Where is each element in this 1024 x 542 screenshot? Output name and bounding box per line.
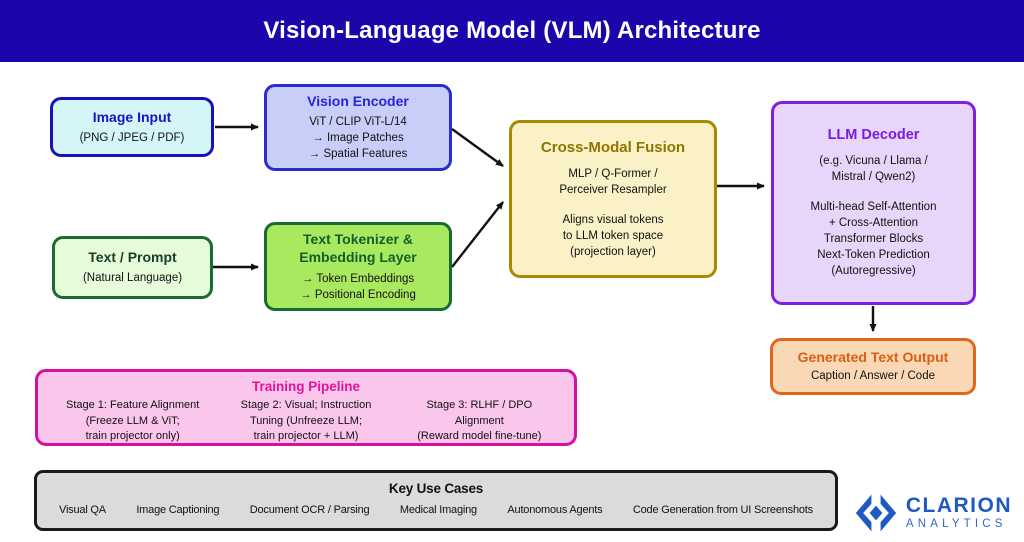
text-tokenizer-box: Text Tokenizer & Embedding Layer → Token… — [264, 222, 452, 311]
training-stage-3: Stage 3: RLHF / DPO Alignment (Reward mo… — [393, 398, 566, 445]
text-tokenizer-line: → Token Embeddings — [301, 273, 415, 285]
image-input-title: Image Input — [92, 108, 172, 125]
key-use-cases-title: Key Use Cases — [388, 481, 484, 496]
generated-text-output-box: Generated Text Output Caption / Answer /… — [770, 338, 976, 395]
vision-encoder-line: → Image Patches — [312, 132, 404, 144]
llm-detail-line: Transformer Blocks — [823, 233, 924, 245]
arrow-vision-to-fusion — [451, 128, 504, 167]
cross-modal-fusion-title: Cross-Modal Fusion — [540, 138, 686, 156]
vision-encoder-line: ViT / CLIP ViT-L/14 — [309, 116, 407, 128]
generated-text-output-subtitle: Caption / Answer / Code — [810, 370, 935, 382]
fusion-method-line: MLP / Q-Former / — [568, 167, 658, 180]
stage-line: train projector only) — [85, 430, 180, 442]
arrow-tokenizer-to-fusion — [451, 201, 504, 268]
vision-encoder-line: → Spatial Features — [308, 148, 408, 160]
training-stage-2: Stage 2: Visual; Instruction Tuning (Unf… — [219, 398, 392, 445]
use-case-items-row: Visual QA Image Captioning Document OCR … — [37, 504, 835, 516]
training-pipeline-box: Training Pipeline Stage 1: Feature Align… — [35, 369, 577, 446]
stage-line: (Freeze LLM & ViT; — [85, 414, 180, 427]
logo-brand-name: CLARION — [905, 494, 1012, 518]
use-case-item: Visual QA — [59, 504, 106, 516]
image-input-subtitle: (PNG / JPEG / PDF) — [79, 131, 185, 144]
clarion-logo-icon — [855, 494, 896, 532]
use-case-item: Image Captioning — [136, 504, 220, 516]
training-pipeline-title: Training Pipeline — [251, 379, 361, 394]
stage-line: train projector + LLM) — [253, 430, 359, 442]
use-case-item: Document OCR / Parsing — [249, 504, 370, 516]
stage-line: (Reward model fine-tune) — [417, 430, 542, 442]
use-case-item: Autonomous Agents — [507, 504, 603, 516]
text-prompt-box: Text / Prompt (Natural Language) — [52, 236, 213, 299]
training-stage-1: Stage 1: Feature Alignment (Freeze LLM &… — [46, 398, 219, 445]
generated-text-output-title: Generated Text Output — [797, 349, 949, 365]
stage-line: Stage 1: Feature Alignment — [66, 399, 200, 411]
stage-line: Alignment — [454, 414, 504, 427]
text-prompt-title: Text / Prompt — [88, 249, 177, 265]
llm-model-line: Mistral / Qwen2) — [831, 171, 916, 183]
llm-detail-line: Multi-head Self-Attention — [810, 201, 937, 213]
vision-encoder-box: Vision Encoder ViT / CLIP ViT-L/14 → Ima… — [264, 84, 452, 171]
fusion-description-line: to LLM token space — [562, 229, 664, 242]
use-case-item: Medical Imaging — [399, 504, 477, 516]
text-tokenizer-line: → Positional Encoding — [300, 289, 416, 301]
header-bar: Vision-Language Model (VLM) Architecture — [0, 0, 1024, 62]
llm-decoder-box: LLM Decoder (e.g. Vicuna / Llama / Mistr… — [771, 101, 976, 305]
fusion-description-line: (projection layer) — [570, 245, 656, 258]
text-prompt-subtitle: (Natural Language) — [82, 272, 183, 284]
vision-encoder-title: Vision Encoder — [307, 93, 409, 109]
text-tokenizer-title: Text Tokenizer & Embedding Layer — [299, 231, 417, 265]
cross-modal-fusion-box: Cross-Modal Fusion MLP / Q-Former / Perc… — [509, 120, 717, 278]
llm-model-line: (e.g. Vicuna / Llama / — [819, 155, 928, 167]
clarion-analytics-logo: CLARION ANALYTICS — [854, 492, 1012, 534]
use-case-item: Code Generation from UI Screenshots — [632, 504, 813, 516]
stage-line: Stage 3: RLHF / DPO — [426, 399, 533, 411]
fusion-description-line: Aligns visual tokens — [562, 213, 664, 226]
llm-decoder-title: LLM Decoder — [827, 127, 920, 143]
training-stages-row: Stage 1: Feature Alignment (Freeze LLM &… — [38, 398, 574, 445]
logo-sub-brand: ANALYTICS — [905, 518, 1007, 531]
logo-text: CLARION ANALYTICS — [906, 495, 1012, 531]
llm-detail-line: (Autoregressive) — [831, 265, 916, 277]
stage-line: Tuning (Unfreeze LLM; — [249, 414, 363, 427]
key-use-cases-box: Key Use Cases Visual QA Image Captioning… — [34, 470, 838, 531]
image-input-box: Image Input (PNG / JPEG / PDF) — [50, 97, 214, 157]
fusion-method-line: Perceiver Resampler — [559, 183, 667, 196]
page-title: Vision-Language Model (VLM) Architecture — [263, 17, 761, 44]
llm-detail-line: + Cross-Attention — [828, 217, 919, 229]
llm-detail-line: Next-Token Prediction — [817, 249, 930, 261]
stage-line: Stage 2: Visual; Instruction — [240, 399, 372, 411]
